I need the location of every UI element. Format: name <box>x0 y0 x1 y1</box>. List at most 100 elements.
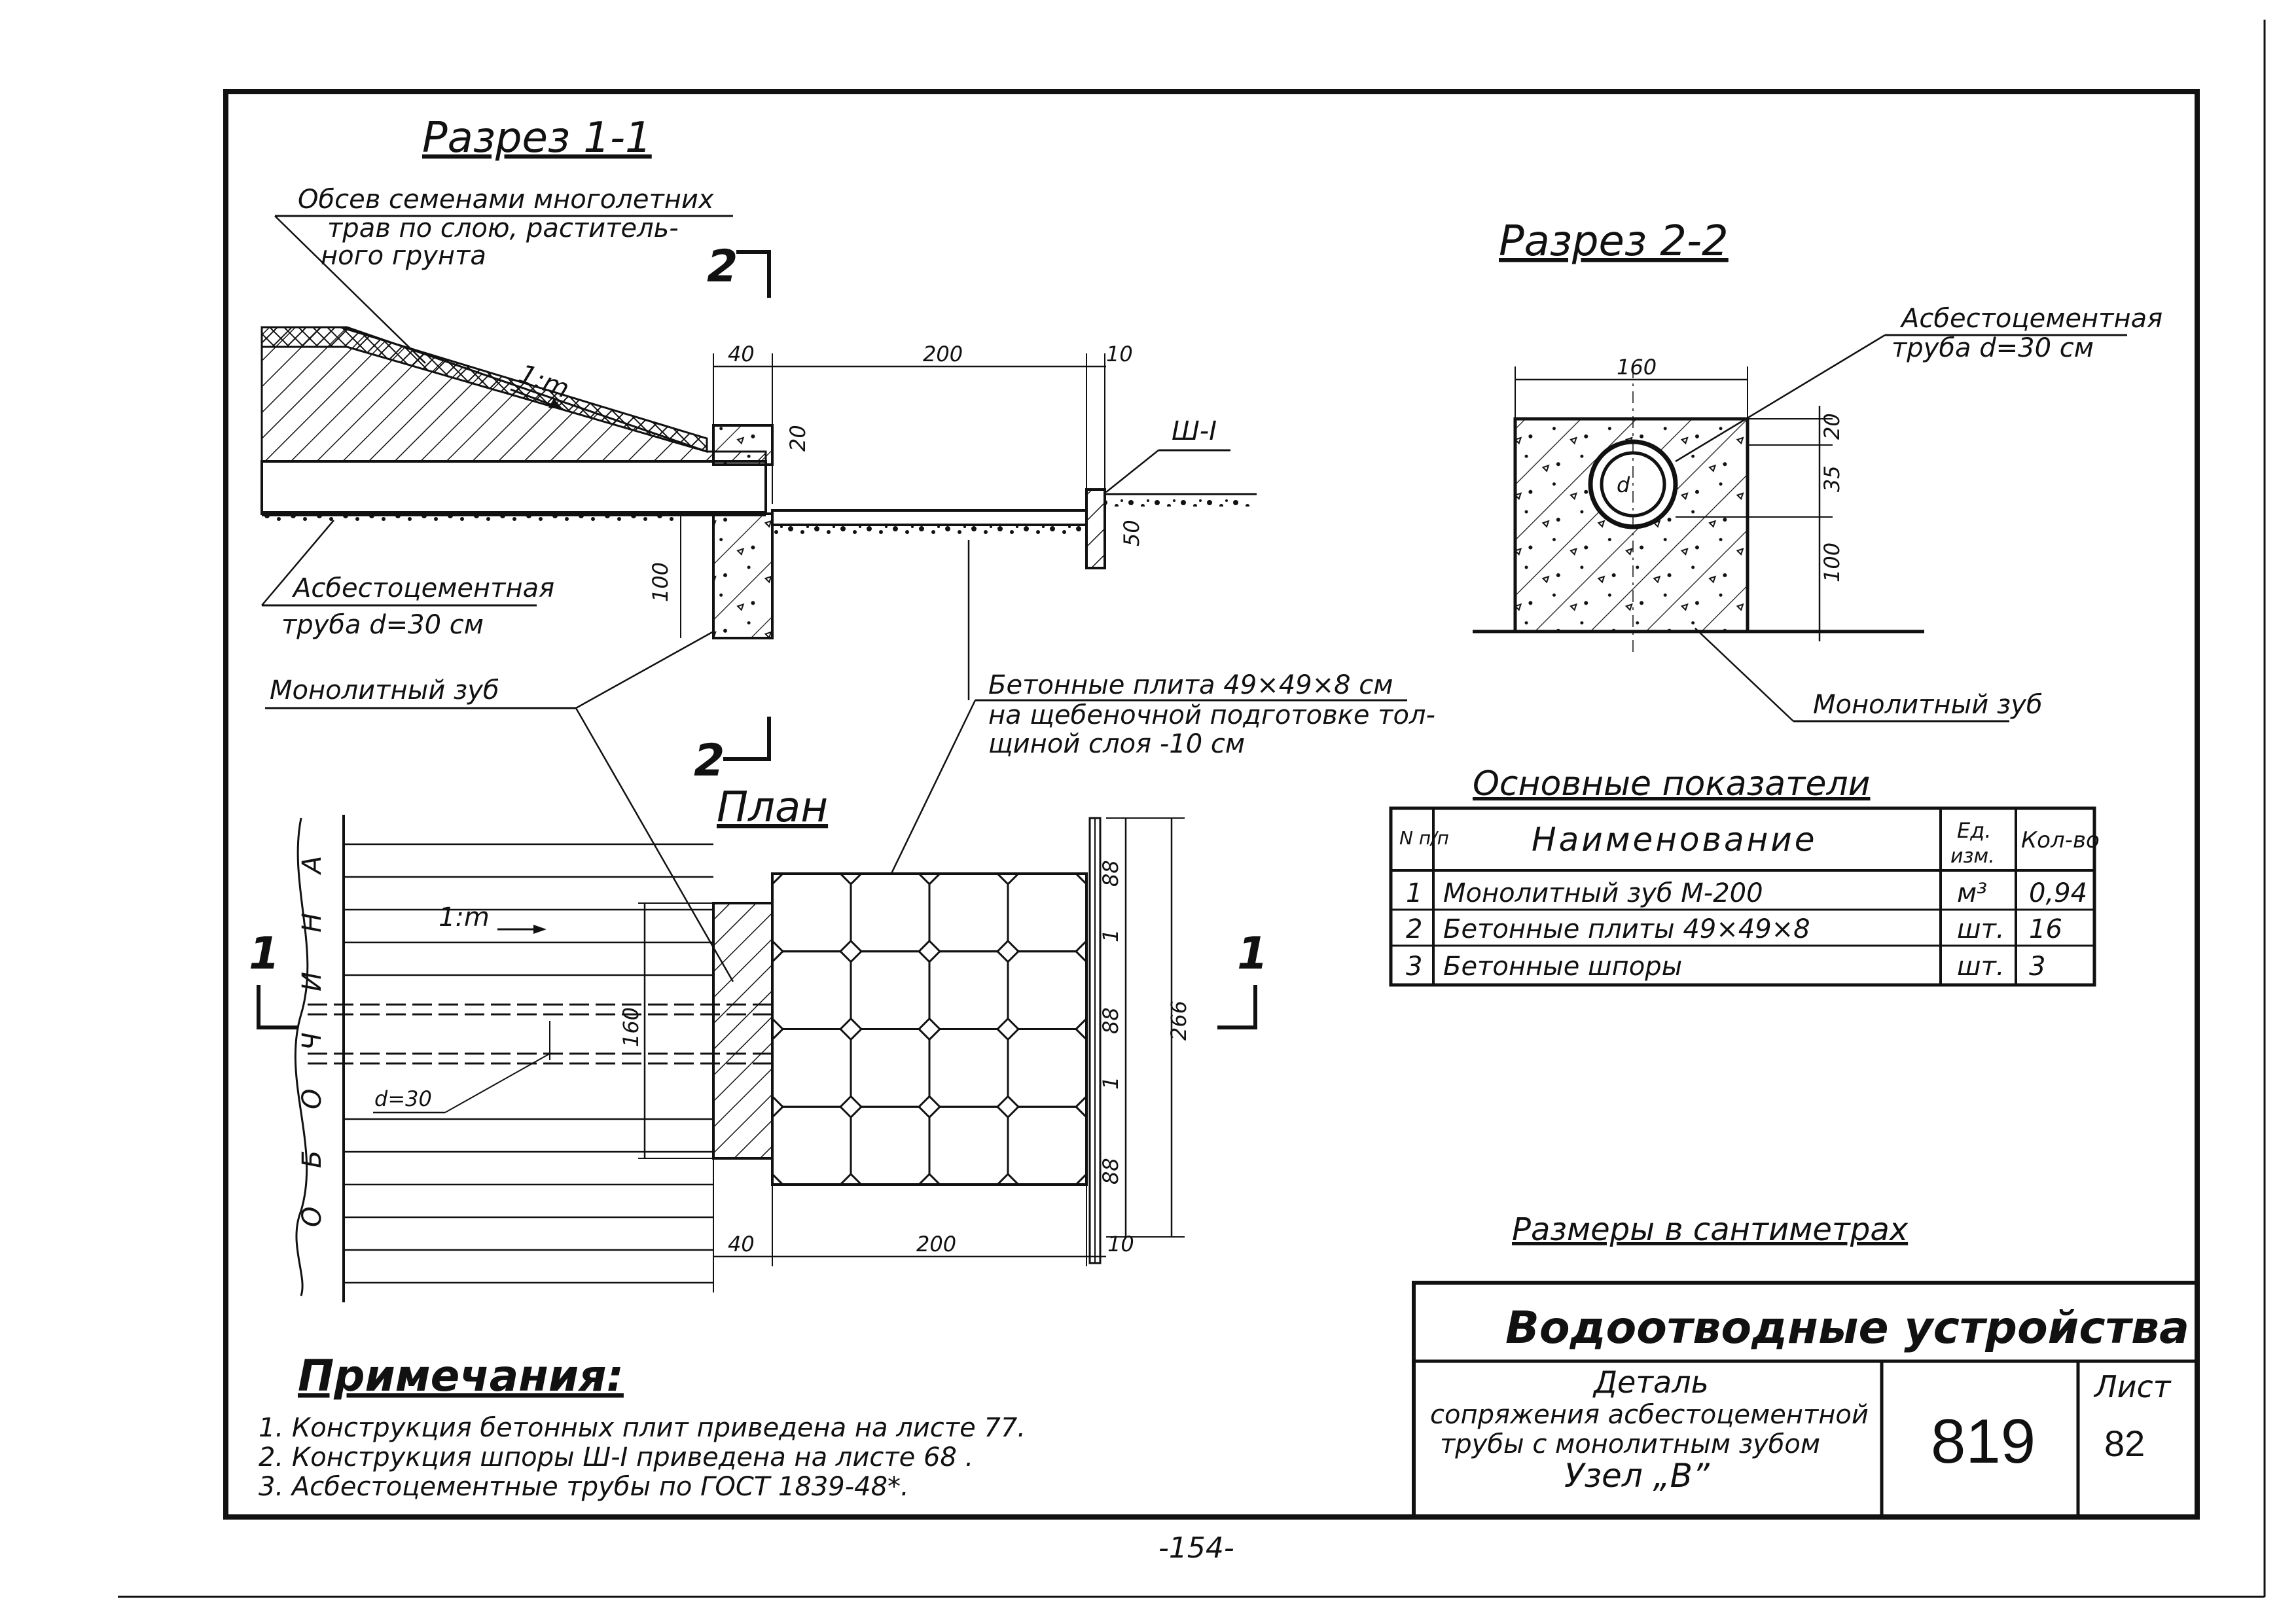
notes: Примечания: 1. Конструкция бетонных плит… <box>259 1351 1026 1502</box>
tooth-plan <box>712 902 774 1160</box>
slab-label-3: щиной слоя -10 см <box>988 729 1245 759</box>
dim-20: 20 <box>785 425 810 452</box>
tooth-top <box>712 424 774 466</box>
dim-20: 20 <box>1820 413 1844 440</box>
dim-50: 50 <box>1119 520 1144 546</box>
dim-200: 200 <box>923 342 963 366</box>
seeding-note-3: ного грунта <box>321 241 486 271</box>
page-number: -154- <box>1158 1531 1234 1565</box>
plan-dim-88a: 88 <box>1098 860 1123 887</box>
pipe-d-label: d <box>1617 473 1630 497</box>
title-detail-2: сопряжения асбестоцементной <box>1430 1400 1869 1430</box>
tooth-label: Монолитный зуб <box>270 675 499 705</box>
shoulder-letter: И <box>297 972 327 991</box>
table-rows: 1 Монолитный зуб М-200 м³ 0,94 2 Бетонные пли… <box>1406 878 2087 982</box>
section-1-title: Разрез 1-1 <box>422 114 652 162</box>
title-block: Водоотводные устройства Деталь сопряжени… <box>1412 1281 2199 1519</box>
row-number: 2 <box>1406 914 1422 944</box>
title-heading: Водоотводные устройства <box>1505 1302 2189 1354</box>
col-unit-header-2: изм. <box>1950 845 1995 868</box>
cut-mark-2-top: 2 <box>707 241 738 293</box>
plan-dim-1b: 1 <box>1098 1077 1123 1090</box>
plan-dim-88c: 88 <box>1098 1158 1123 1185</box>
row-name: Монолитный зуб М-200 <box>1443 878 1763 908</box>
plan-dim-266: 266 <box>1166 1001 1191 1041</box>
dim-35: 35 <box>1820 465 1844 492</box>
row-qty: 0,94 <box>2029 878 2087 908</box>
row-qty: 16 <box>2029 914 2062 944</box>
pipe-label-2: труба d=30 см <box>1892 333 2094 363</box>
ground-under-pipe <box>262 514 681 523</box>
row-number: 3 <box>1406 952 1422 982</box>
indicators-title: Основные показатели <box>1473 764 1870 804</box>
row-unit: м³ <box>1957 878 1987 908</box>
pipe-label-1: Асбестоцементная <box>291 573 554 603</box>
plan-dim-1a: 1 <box>1098 929 1123 942</box>
plan-dim-160: 160 <box>619 1007 643 1047</box>
title-detail-1: Деталь <box>1592 1364 1709 1400</box>
title-detail-4: Узел „В” <box>1564 1457 1710 1495</box>
col-num-header: N п/п <box>1399 827 1449 849</box>
dim-40: 40 <box>728 342 755 366</box>
slab-tiles <box>771 872 1088 1186</box>
indicators-table: Основные показатели N п/п Наименование Е… <box>1389 764 2100 987</box>
sheet-frame <box>223 89 2200 1520</box>
slab-label-1: Бетонные плита 49×49×8 см <box>988 670 1393 700</box>
slab-tile <box>1007 1105 1088 1186</box>
cut-mark-2-bottom: 2 <box>694 735 725 787</box>
col-name-header: Наименование <box>1532 821 1818 859</box>
shoulder-letter: Ч <box>297 1033 327 1050</box>
section-2-title: Разрез 2-2 <box>1499 217 1729 266</box>
cut-mark-1-left: 1 <box>249 928 279 980</box>
tooth-label: Монолитный зуб <box>1813 690 2043 720</box>
spur-label: Ш-I <box>1172 416 1217 446</box>
drawing-number: 819 <box>1931 1406 2036 1476</box>
row-name: Бетонные шпоры <box>1443 952 1682 982</box>
col-unit-header-1: Ед. <box>1957 818 1992 843</box>
units-note: Размеры в сантиметрах <box>1512 1211 1909 1248</box>
slab-tile <box>850 1105 931 1186</box>
notes-title: Примечания: <box>298 1351 624 1401</box>
pipe-plan <box>308 1003 772 1065</box>
sheet-label: Лист <box>2093 1369 2172 1404</box>
col-qty-header: Кол-во <box>2021 827 2100 853</box>
plan-dim-40: 40 <box>728 1232 755 1257</box>
slab-layer <box>771 509 1088 526</box>
row-number: 1 <box>1406 878 1422 908</box>
topsoil-layer <box>260 326 708 453</box>
plan-dim-200: 200 <box>916 1232 956 1257</box>
row-name: Бетонные плиты 49×49×8 <box>1443 914 1810 944</box>
sheet-number: 82 <box>2104 1423 2145 1464</box>
note-2: 2. Конструкция шпоры Ш-I приведена на ли… <box>259 1442 973 1472</box>
plan-dim-10: 10 <box>1107 1232 1134 1257</box>
row-unit: шт. <box>1957 952 2005 982</box>
pipe-label-1: Асбестоцементная <box>1899 304 2162 334</box>
plan-dim-88b: 88 <box>1098 1007 1123 1034</box>
section-1-1: Разрез 1-1 1:m 40 200 10 20 100 50 <box>260 114 1435 982</box>
title-detail-3: трубы с монолитным зубом <box>1440 1429 1820 1459</box>
shoulder-letter: Н <box>297 913 327 933</box>
plan-title: План <box>717 783 828 832</box>
slope-hatch <box>344 843 713 1284</box>
shoulder-letter: О <box>297 1089 327 1109</box>
spur-block <box>1085 488 1106 569</box>
seeding-note-2: трав по слою, раститель- <box>327 213 679 243</box>
dim-100: 100 <box>648 562 673 602</box>
pipe-section <box>260 460 767 515</box>
dim-160: 160 <box>1617 355 1657 380</box>
plan-slope-label: 1:m <box>439 902 490 933</box>
note-1: 1. Конструкция бетонных плит приведена н… <box>259 1413 1026 1443</box>
tooth-block <box>712 512 774 639</box>
note-3: 3. Асбестоцементные трубы по ГОСТ 1839-4… <box>259 1472 909 1502</box>
row-qty: 3 <box>2029 952 2045 982</box>
shoulder-edge <box>294 817 309 1296</box>
row-unit: шт. <box>1957 914 2005 944</box>
seeding-note-1: Обсев семенами многолетних <box>298 185 714 215</box>
slab-tile <box>928 1105 1009 1186</box>
slab-tile <box>771 1105 852 1186</box>
cut-mark-1-right: 1 <box>1237 928 1268 980</box>
pipe-label-2: труба d=30 см <box>281 610 484 640</box>
